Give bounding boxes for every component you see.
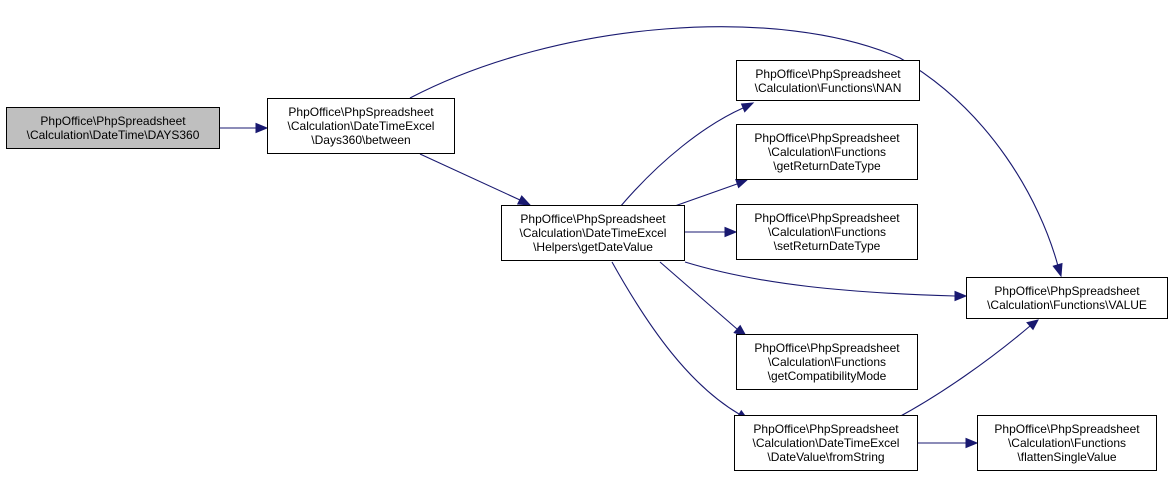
edge-getdatevalue-to-nan <box>619 107 744 208</box>
arrowhead-between-to-value <box>1052 262 1063 278</box>
node-getdatevalue-line-3: \Helpers\getDateValue <box>533 240 653 254</box>
node-functions-nan[interactable]: PhpOffice\PhpSpreadsheet \Calculation\Fu… <box>736 60 920 101</box>
node-days360: PhpOffice\PhpSpreadsheet \Calculation\Da… <box>6 107 220 149</box>
node-getdatevalue-line-1: PhpOffice\PhpSpreadsheet <box>520 212 666 226</box>
node-functions-setreturndatetype[interactable]: PhpOffice\PhpSpreadsheet \Calculation\Fu… <box>736 204 918 260</box>
edge-between-to-value <box>409 26 1059 267</box>
arrowhead-getdatevalue-to-nan <box>740 102 755 113</box>
node-fromstring-line-3: \DateValue\fromString <box>767 450 885 464</box>
node-getreturndatetype-line-2: \Calculation\Functions <box>767 145 887 159</box>
node-fromstring-line-1: PhpOffice\PhpSpreadsheet <box>753 422 899 436</box>
node-setreturndatetype-line-1: PhpOffice\PhpSpreadsheet <box>754 211 900 225</box>
node-getcompatibilitymode-line-3: \getCompatibilityMode <box>767 369 887 383</box>
arrowhead-getdatevalue-to-setreturndatetype <box>724 226 738 238</box>
node-days360-between[interactable]: PhpOffice\PhpSpreadsheet \Calculation\Da… <box>267 98 455 154</box>
node-getcompatibilitymode-line-2: \Calculation\Functions <box>767 355 887 369</box>
node-getreturndatetype-line-1: PhpOffice\PhpSpreadsheet <box>754 131 900 145</box>
edge-fromstring-to-value <box>896 325 1031 419</box>
node-datevalue-fromstring[interactable]: PhpOffice\PhpSpreadsheet \Calculation\Da… <box>734 415 918 471</box>
node-days360-line-2: \Calculation\DateTime\DAYS360 <box>26 128 200 142</box>
edge-getdatevalue-to-fromstring <box>611 261 740 415</box>
arrowhead-getdatevalue-to-getreturndatetype <box>735 178 749 189</box>
node-functions-getreturndatetype[interactable]: PhpOffice\PhpSpreadsheet \Calculation\Fu… <box>736 124 918 180</box>
node-flattensinglevalue-line-2: \Calculation\Functions <box>1007 436 1127 450</box>
node-getreturndatetype-line-3: \getReturnDateType <box>773 159 881 173</box>
edge-getdatevalue-to-getcompatibilitymode <box>659 261 738 330</box>
node-setreturndatetype-line-2: \Calculation\Functions <box>767 225 887 239</box>
node-helpers-getdatevalue[interactable]: PhpOffice\PhpSpreadsheet \Calculation\Da… <box>501 205 685 261</box>
node-between-line-1: PhpOffice\PhpSpreadsheet <box>288 105 434 119</box>
node-flattensinglevalue-line-3: \flattenSingleValue <box>1017 450 1117 464</box>
node-nan-line-2: \Calculation\Functions\NAN <box>754 80 902 95</box>
node-nan-line-1: PhpOffice\PhpSpreadsheet <box>755 66 901 81</box>
node-functions-value[interactable]: PhpOffice\PhpSpreadsheet \Calculation\Fu… <box>966 277 1168 319</box>
node-fromstring-line-2: \Calculation\DateTimeExcel <box>752 436 900 450</box>
node-value-line-1: PhpOffice\PhpSpreadsheet <box>994 284 1140 298</box>
node-flattensinglevalue-line-1: PhpOffice\PhpSpreadsheet <box>994 422 1140 436</box>
edge-getdatevalue-to-value <box>684 261 956 297</box>
node-between-line-3: \Days360\between <box>311 133 411 147</box>
node-setreturndatetype-line-3: \setReturnDateType <box>773 239 881 253</box>
node-value-line-2: \Calculation\Functions\VALUE <box>987 298 1147 312</box>
node-days360-line-1: PhpOffice\PhpSpreadsheet <box>40 114 186 128</box>
arrowhead-days360-to-between <box>255 122 269 134</box>
arrowhead-fromstring-to-flattensinglevalue <box>965 437 979 449</box>
edge-layer <box>220 26 1063 449</box>
node-getdatevalue-line-2: \Calculation\DateTimeExcel <box>519 226 667 240</box>
node-getcompatibilitymode-line-1: PhpOffice\PhpSpreadsheet <box>754 341 900 355</box>
node-functions-getcompatibilitymode[interactable]: PhpOffice\PhpSpreadsheet \Calculation\Fu… <box>736 334 918 390</box>
edge-between-to-getdatevalue <box>419 153 521 201</box>
node-between-line-2: \Calculation\DateTimeExcel <box>287 119 435 133</box>
arrowhead-fromstring-to-value <box>1026 319 1039 331</box>
arrowhead-getdatevalue-to-value <box>954 290 968 302</box>
node-functions-flattensinglevalue[interactable]: PhpOffice\PhpSpreadsheet \Calculation\Fu… <box>977 415 1157 471</box>
edge-getdatevalue-to-getreturndatetype <box>671 183 738 208</box>
arrowhead-between-to-getdatevalue <box>516 195 532 206</box>
